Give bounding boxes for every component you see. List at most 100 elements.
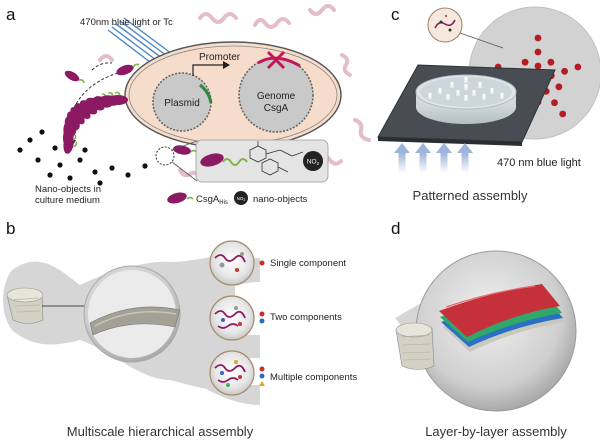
patterned-spots bbox=[428, 77, 504, 101]
dish-spot bbox=[500, 93, 504, 99]
dish-spot bbox=[478, 82, 482, 88]
genome-circle bbox=[238, 57, 314, 133]
dish-spot bbox=[446, 94, 450, 100]
legend-csga-sub: His bbox=[219, 200, 228, 206]
no2-sub: 2 bbox=[317, 161, 320, 166]
nano-object-dot bbox=[39, 129, 45, 135]
genome-label-1: Genome bbox=[257, 91, 296, 102]
plasmid-label: Plasmid bbox=[164, 98, 200, 109]
stacked-layers bbox=[439, 284, 565, 352]
inset-csga bbox=[200, 153, 224, 167]
pattern-dot bbox=[559, 110, 567, 118]
nano-object-dot bbox=[52, 145, 58, 151]
deletion-cross-icon bbox=[266, 50, 286, 70]
panel-d: d Layer-by-layer assembly bbox=[391, 219, 577, 439]
zoom-marker bbox=[155, 146, 175, 166]
nano-object-dot bbox=[125, 172, 131, 178]
blue-light-rays bbox=[107, 17, 173, 63]
nano-object-dots bbox=[17, 129, 148, 186]
panel-b-caption: Multiscale hierarchical assembly bbox=[67, 424, 254, 439]
two-components-label: Two components bbox=[270, 312, 342, 323]
panel-a-label: a bbox=[6, 5, 16, 24]
nano-object-dot bbox=[142, 163, 148, 169]
legend-csga-label: CsgA bbox=[196, 194, 220, 205]
nano-object-dot bbox=[77, 157, 83, 163]
blue-light-label: 470 nm blue light bbox=[497, 157, 581, 169]
legend-csga-icon bbox=[167, 192, 187, 204]
his-tag bbox=[222, 158, 248, 166]
dish-spot bbox=[464, 84, 468, 90]
promoter-label: Promoter bbox=[199, 52, 241, 63]
panel-b: b Single component bbox=[3, 219, 357, 439]
nano-object-dot bbox=[57, 162, 63, 168]
nano-objects-text-2: culture medium bbox=[35, 195, 100, 206]
two-components-circle bbox=[209, 295, 255, 341]
chemistry-inset bbox=[195, 139, 329, 183]
cell-inset-circle bbox=[427, 7, 463, 43]
svg-text:CsgAHis: CsgAHis bbox=[196, 194, 228, 206]
nano-object-dot bbox=[97, 180, 103, 186]
pattern-dot bbox=[561, 67, 568, 75]
dish-spot bbox=[464, 77, 468, 83]
nano-object-dot bbox=[109, 165, 115, 171]
dish-spot bbox=[428, 93, 432, 99]
dish-spot bbox=[450, 82, 454, 88]
dish-spot bbox=[482, 94, 486, 100]
nano-object-dot bbox=[27, 137, 33, 143]
pattern-dot bbox=[534, 62, 542, 70]
single-component-label: Single component bbox=[270, 258, 346, 269]
nano-object-dot bbox=[47, 172, 53, 178]
red-component-dot bbox=[259, 366, 265, 372]
panel-d-label: d bbox=[391, 219, 400, 238]
legend-no2: NO bbox=[237, 196, 244, 201]
legend-nano-label: nano-objects bbox=[253, 194, 308, 205]
panel-c-label: c bbox=[391, 5, 400, 24]
yellow-component-triangle bbox=[259, 381, 265, 386]
panel-d-caption: Layer-by-layer assembly bbox=[425, 424, 567, 439]
no2-label: NO bbox=[307, 159, 317, 166]
dish-spot bbox=[472, 90, 476, 96]
pattern-dot bbox=[521, 58, 529, 66]
legend-nano-icon bbox=[234, 191, 248, 205]
svg-text:NO2: NO2 bbox=[307, 159, 320, 167]
dish-spot bbox=[464, 95, 468, 101]
plasmid-gene bbox=[199, 83, 213, 104]
genome-label-2: CsgA bbox=[264, 103, 289, 114]
sample-tube bbox=[6, 287, 44, 324]
multiple-components-label: Multiple components bbox=[270, 372, 357, 383]
material-film bbox=[89, 306, 181, 336]
pattern-dot bbox=[534, 48, 542, 56]
blue-light-arrows bbox=[394, 143, 473, 173]
nano-object-dot bbox=[82, 147, 88, 153]
blue-component-dot bbox=[259, 318, 265, 324]
panel-c-caption: Patterned assembly bbox=[413, 188, 528, 203]
fiber-monomer bbox=[108, 91, 128, 105]
blue-component-dot bbox=[259, 373, 265, 379]
pattern-dot bbox=[551, 99, 558, 107]
nano-objects-text-1: Nano-objects in bbox=[35, 184, 101, 195]
chemical-structure bbox=[249, 141, 304, 176]
sample-tube-d bbox=[395, 322, 435, 370]
light-source-label: 470nm blue light or Tc bbox=[80, 17, 173, 28]
dish-spot bbox=[438, 88, 442, 94]
single-component-circle bbox=[209, 240, 255, 286]
nano-object-dot bbox=[35, 157, 41, 163]
pattern-dot bbox=[574, 63, 582, 71]
panel-a: a 470nm blue light or Tc Plasm bbox=[6, 4, 371, 206]
nano-object-icon bbox=[303, 151, 323, 171]
promoter-arrow bbox=[192, 64, 223, 76]
legend-no2-sub: 2 bbox=[243, 198, 245, 202]
svg-text:NO2: NO2 bbox=[237, 196, 246, 202]
dish-spot bbox=[490, 88, 494, 94]
multiple-components-circle bbox=[209, 350, 255, 396]
panel-c: c 470 nm blue light Patterned assembly bbox=[377, 5, 600, 203]
panel-b-label: b bbox=[6, 219, 15, 238]
nano-object-dot bbox=[92, 169, 98, 175]
pattern-dot bbox=[534, 34, 542, 42]
red-component-dot bbox=[259, 260, 265, 266]
assembled-fiber bbox=[63, 91, 128, 154]
red-component-dot bbox=[259, 311, 265, 317]
pattern-dot bbox=[547, 58, 555, 66]
nano-object-dot bbox=[17, 147, 23, 153]
